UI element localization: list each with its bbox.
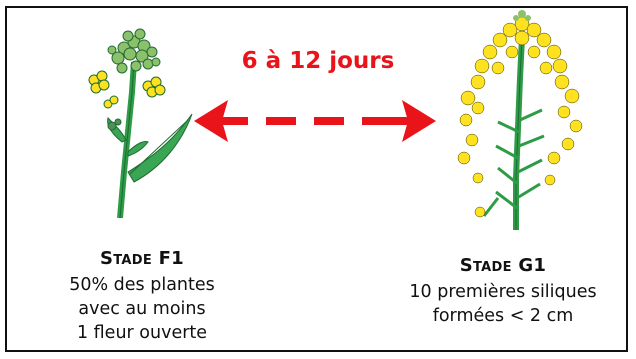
stage-g1-line: 10 premières siliques <box>372 280 634 304</box>
stage-f1-description: Stade F1 50% des plantes avec au moins 1… <box>18 248 266 345</box>
stage-f1-title: Stade F1 <box>18 248 266 269</box>
stage-g1-title: Stade G1 <box>372 255 634 276</box>
stage-g1-line: formées < 2 cm <box>372 304 634 328</box>
double-arrow-dashed-icon <box>190 96 440 146</box>
duration-label: 6 à 12 jours <box>208 48 428 74</box>
stage-f1-line: 1 fleur ouverte <box>18 321 266 345</box>
plant-stage-f1-illustration <box>72 22 202 218</box>
plant-stage-g1-illustration <box>438 8 588 230</box>
stage-f1-line: avec au moins <box>18 297 266 321</box>
stage-g1-description: Stade G1 10 premières siliques formées <… <box>372 255 634 328</box>
stage-f1-line: 50% des plantes <box>18 273 266 297</box>
